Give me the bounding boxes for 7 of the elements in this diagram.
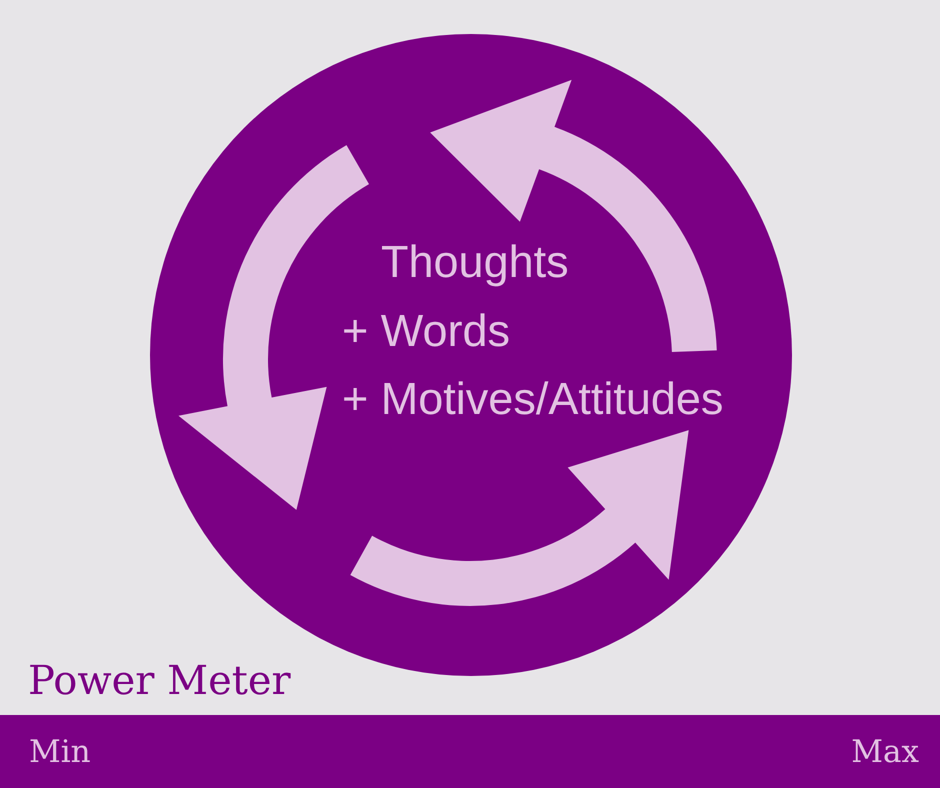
meter-bar bbox=[0, 715, 940, 788]
cycle-text: Thoughts bbox=[381, 238, 569, 286]
meter-min-label: Min bbox=[29, 734, 91, 770]
cycle-text: + Motives/Attitudes bbox=[342, 375, 724, 423]
meter-max-label: Max bbox=[851, 734, 919, 770]
meter-heading: Power Meter bbox=[28, 657, 291, 705]
cycle-text: + Words bbox=[342, 307, 510, 355]
